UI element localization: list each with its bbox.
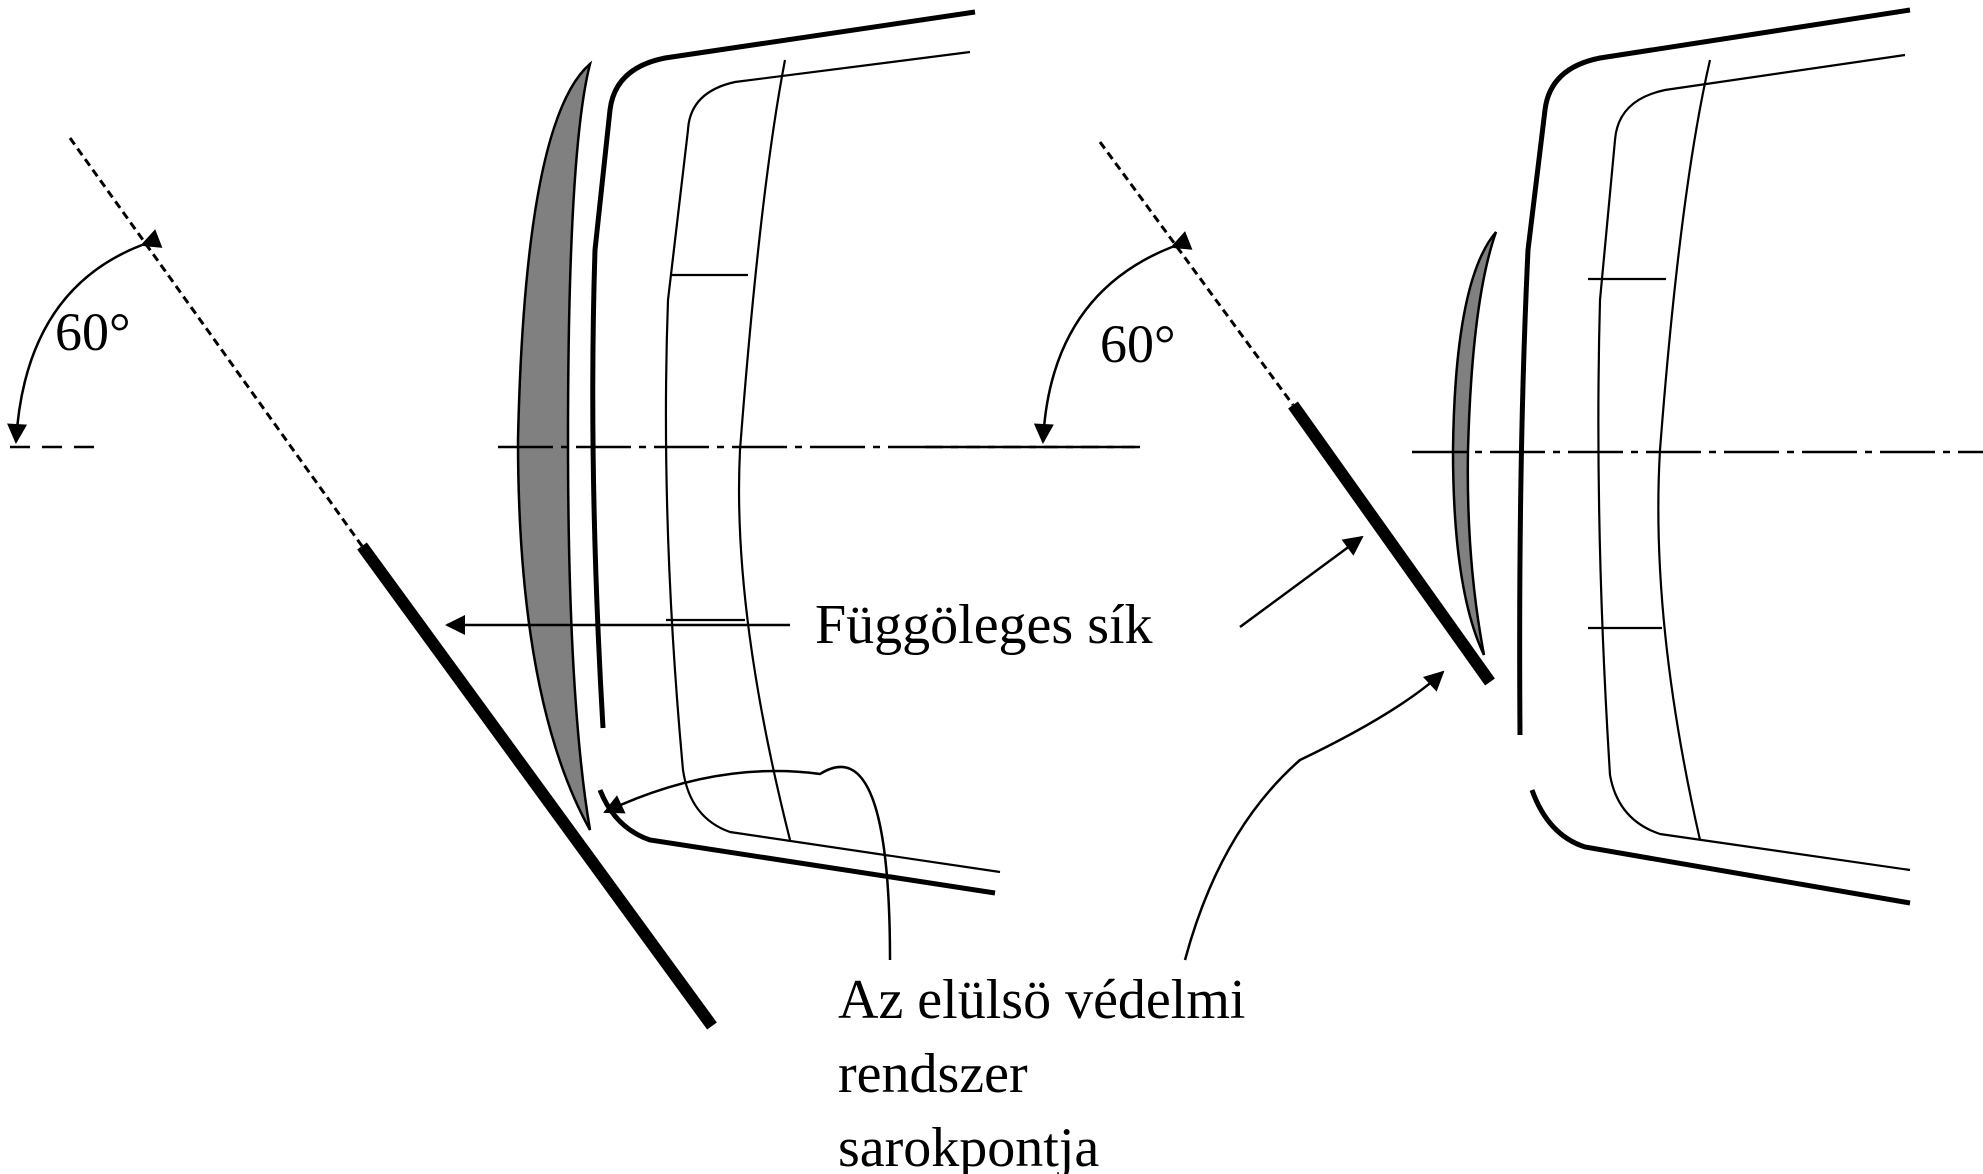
vertical-plane-arrow-right — [1239, 535, 1364, 629]
corner-point-label-line3: sarokpontja — [838, 1117, 1099, 1174]
left-corner-point-arrow — [603, 765, 892, 961]
right-body-panel-line — [1657, 59, 1712, 841]
right-angle-arc — [1033, 231, 1193, 444]
right-front-protection-system — [1451, 231, 1498, 656]
left-view: 60° — [7, 9, 1140, 1030]
right-plane-dashed — [1098, 141, 1295, 406]
vertical-plane-label: Függöleges sík — [815, 594, 1153, 656]
right-body-inner-line — [1597, 53, 1911, 872]
left-body-panel-line — [737, 59, 792, 841]
right-bumper-outline — [1517, 7, 1911, 736]
right-bumper-lower-outline — [1529, 789, 1911, 906]
left-bumper-outline — [590, 9, 976, 729]
right-view: 60° — [925, 7, 1983, 961]
corner-point-label-line1: Az elülsö védelmi — [838, 969, 1245, 1031]
left-vertical-plane — [357, 542, 717, 1030]
corner-point-label-line2: rendszer — [838, 1043, 1028, 1105]
right-vertical-plane — [1288, 401, 1495, 686]
right-angle-label: 60° — [1100, 314, 1176, 374]
left-body-inner-line — [664, 50, 1001, 874]
left-front-protection-system — [516, 60, 593, 831]
left-angle-arc — [7, 229, 163, 444]
left-angle-label: 60° — [55, 302, 131, 362]
left-plane-dashed — [68, 137, 364, 547]
right-corner-point-arrow — [1183, 670, 1445, 961]
